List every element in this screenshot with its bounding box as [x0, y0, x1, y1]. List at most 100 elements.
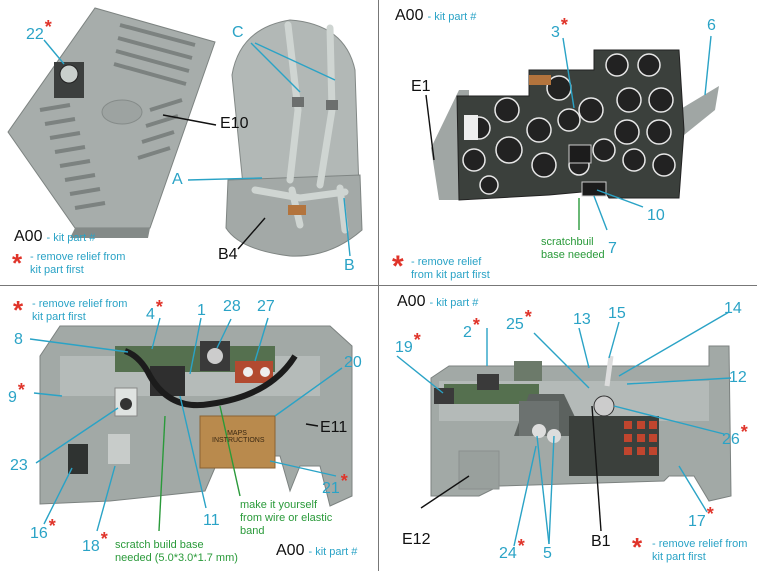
note-line: base needed: [541, 249, 605, 261]
callout-c: C: [232, 24, 244, 41]
callout-19: 19*: [395, 331, 421, 356]
panel-instrument: A00- kit part # 3* 6 E1 10 7 scratchbuil…: [379, 0, 757, 285]
callout-14: 14: [724, 300, 742, 317]
kit-part-label: - kit part #: [427, 11, 477, 23]
box-line: MAPS: [227, 430, 247, 437]
note-line: - remove relief from: [30, 251, 126, 263]
callout-26-text: 26: [722, 431, 740, 448]
callout-16-text: 16: [30, 525, 48, 542]
panel-seat-floor: 22* C E10 A B4 B A00- kit part # * - rem…: [0, 0, 378, 285]
right-console-illustration: [396, 311, 732, 547]
star-icon: *: [17, 380, 25, 400]
callout-17: 17*: [688, 505, 714, 530]
callout-9: 9*: [8, 381, 25, 406]
callout-3: 3*: [551, 16, 568, 41]
note-line: kit part first: [32, 311, 86, 323]
callout-4: 4*: [146, 298, 163, 323]
callout-e10: E10: [220, 115, 249, 132]
callout-20: 20: [344, 354, 362, 371]
star-icon: *: [155, 297, 163, 317]
callout-11: 11: [203, 512, 220, 529]
kit-part-label: - kit part #: [46, 232, 96, 244]
callout-21-text: 21: [322, 480, 340, 497]
callout-3-text: 3: [551, 24, 560, 41]
kit-part-legend: A00- kit part #: [395, 8, 476, 24]
callout-27: 27: [257, 298, 275, 315]
callout-e11: E11: [320, 419, 348, 436]
kit-part-code: A00: [14, 228, 43, 245]
note-line: band: [240, 525, 265, 537]
star-icon: *: [632, 532, 643, 562]
star-icon: *: [706, 504, 714, 524]
callout-b4: B4: [218, 246, 238, 263]
callout-e12: E12: [402, 531, 431, 548]
star-icon: *: [560, 15, 568, 35]
callout-1: 1: [197, 302, 206, 319]
star-icon: *: [100, 529, 108, 549]
callout-5: 5: [543, 545, 552, 562]
star-icon: *: [472, 315, 480, 335]
callout-16: 16*: [30, 517, 56, 542]
seat-floor-illustration: [7, 7, 363, 257]
star-icon: *: [740, 422, 748, 442]
callout-2-text: 2: [463, 324, 472, 341]
callout-18-text: 18: [82, 538, 100, 555]
box-line: INSTRUCTIONS: [212, 437, 265, 444]
kit-part-code: A00: [276, 542, 305, 559]
note-line: scratch build base: [115, 539, 204, 551]
kit-part-code: A00: [397, 293, 426, 310]
callout-28: 28: [223, 298, 241, 315]
star-icon: *: [13, 295, 24, 325]
callout-24-text: 24: [499, 545, 517, 562]
note-line: kit part first: [30, 264, 84, 276]
note-line: - remove relief from: [652, 538, 748, 550]
callout-21: 21*: [322, 472, 348, 497]
note-line: - remove relief from: [32, 298, 128, 310]
callout-17-text: 17: [688, 513, 706, 530]
kit-part-code: A00: [395, 7, 424, 24]
callout-19-text: 19: [395, 339, 413, 356]
callout-26: 26*: [722, 423, 748, 448]
instrument-panel-illustration: [425, 35, 719, 231]
star-icon: *: [413, 330, 421, 350]
callout-8: 8: [14, 331, 23, 348]
kit-part-legend: A00- kit part #: [14, 229, 95, 245]
note-line: needed (5.0*3.0*1.7 mm): [115, 552, 238, 564]
star-icon: *: [392, 250, 404, 283]
note-line: from wire or elastic: [240, 512, 333, 524]
callout-22: 22*: [26, 18, 52, 43]
star-icon: *: [44, 17, 52, 37]
star-icon: *: [340, 471, 348, 491]
horizontal-divider: [0, 285, 757, 286]
kit-part-legend: A00- kit part #: [276, 543, 357, 559]
callout-b: B: [344, 257, 355, 274]
callout-18: 18*: [82, 530, 108, 555]
callout-24: 24*: [499, 537, 525, 562]
callout-10: 10: [647, 207, 665, 224]
star-icon: *: [48, 516, 56, 536]
callout-a: A: [172, 171, 183, 188]
callout-25: 25*: [506, 308, 532, 333]
callout-4-text: 4: [146, 306, 155, 323]
callout-25-text: 25: [506, 316, 524, 333]
callout-22-text: 22: [26, 26, 44, 43]
left-console-illustration: [29, 317, 353, 532]
callout-b1: B1: [591, 533, 611, 550]
kit-part-label: - kit part #: [308, 546, 358, 558]
star-icon: *: [517, 536, 525, 556]
star-icon: *: [524, 307, 532, 327]
star-icon: *: [12, 248, 23, 278]
callout-2: 2*: [463, 316, 480, 341]
kit-part-legend: A00- kit part #: [397, 294, 478, 310]
note-line: make it yourself: [240, 499, 318, 511]
callout-12: 12: [729, 369, 747, 386]
callout-6: 6: [707, 17, 716, 34]
callout-9-text: 9: [8, 389, 17, 406]
